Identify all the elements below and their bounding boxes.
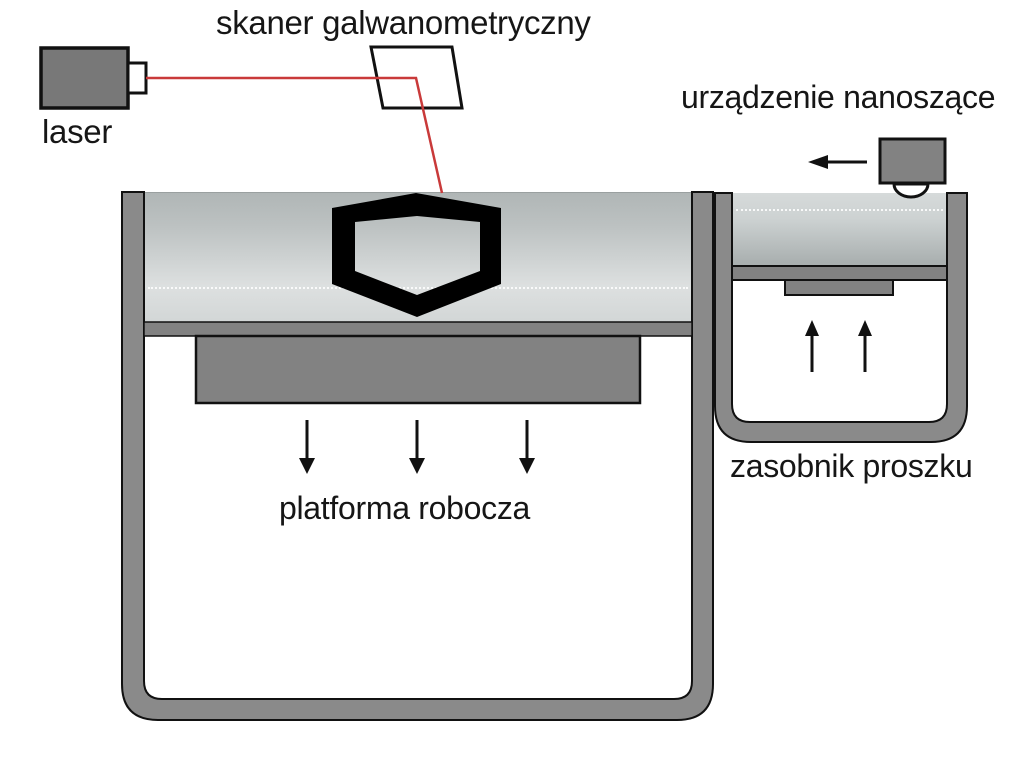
recoater-roller-icon bbox=[892, 182, 930, 199]
up-arrow-icon bbox=[805, 320, 819, 372]
laser-beam bbox=[146, 76, 444, 194]
work-platform-label: platforma robocza bbox=[279, 490, 531, 526]
build-platform-piston bbox=[194, 334, 642, 405]
up-arrow-icon bbox=[858, 320, 872, 372]
build-chamber-walls bbox=[121, 191, 714, 721]
powder-reservoir-label: zasobnik proszku bbox=[730, 448, 973, 484]
powder-layer-line bbox=[148, 287, 688, 289]
recoater-label: urządzenie nanoszące bbox=[681, 79, 996, 115]
down-arrow-icon bbox=[519, 420, 535, 474]
scanner-label: skaner galwanometryczny bbox=[216, 4, 591, 41]
recoater-body bbox=[878, 137, 947, 185]
down-arrow-icon bbox=[299, 420, 315, 474]
build-platform-plate bbox=[143, 321, 693, 337]
down-arrow-icon bbox=[409, 420, 425, 474]
laser-label: laser bbox=[42, 113, 113, 150]
laser-aperture bbox=[126, 61, 148, 95]
powder-reservoir-walls bbox=[714, 192, 968, 443]
sintered-part-hexagon bbox=[332, 193, 501, 317]
left-arrow-icon bbox=[808, 155, 867, 169]
laser-body bbox=[39, 46, 130, 110]
powder-layer-line bbox=[736, 209, 943, 211]
reservoir-plate bbox=[731, 265, 948, 281]
powder-bed-reservoir bbox=[732, 193, 947, 266]
reservoir-piston-head bbox=[784, 279, 894, 296]
